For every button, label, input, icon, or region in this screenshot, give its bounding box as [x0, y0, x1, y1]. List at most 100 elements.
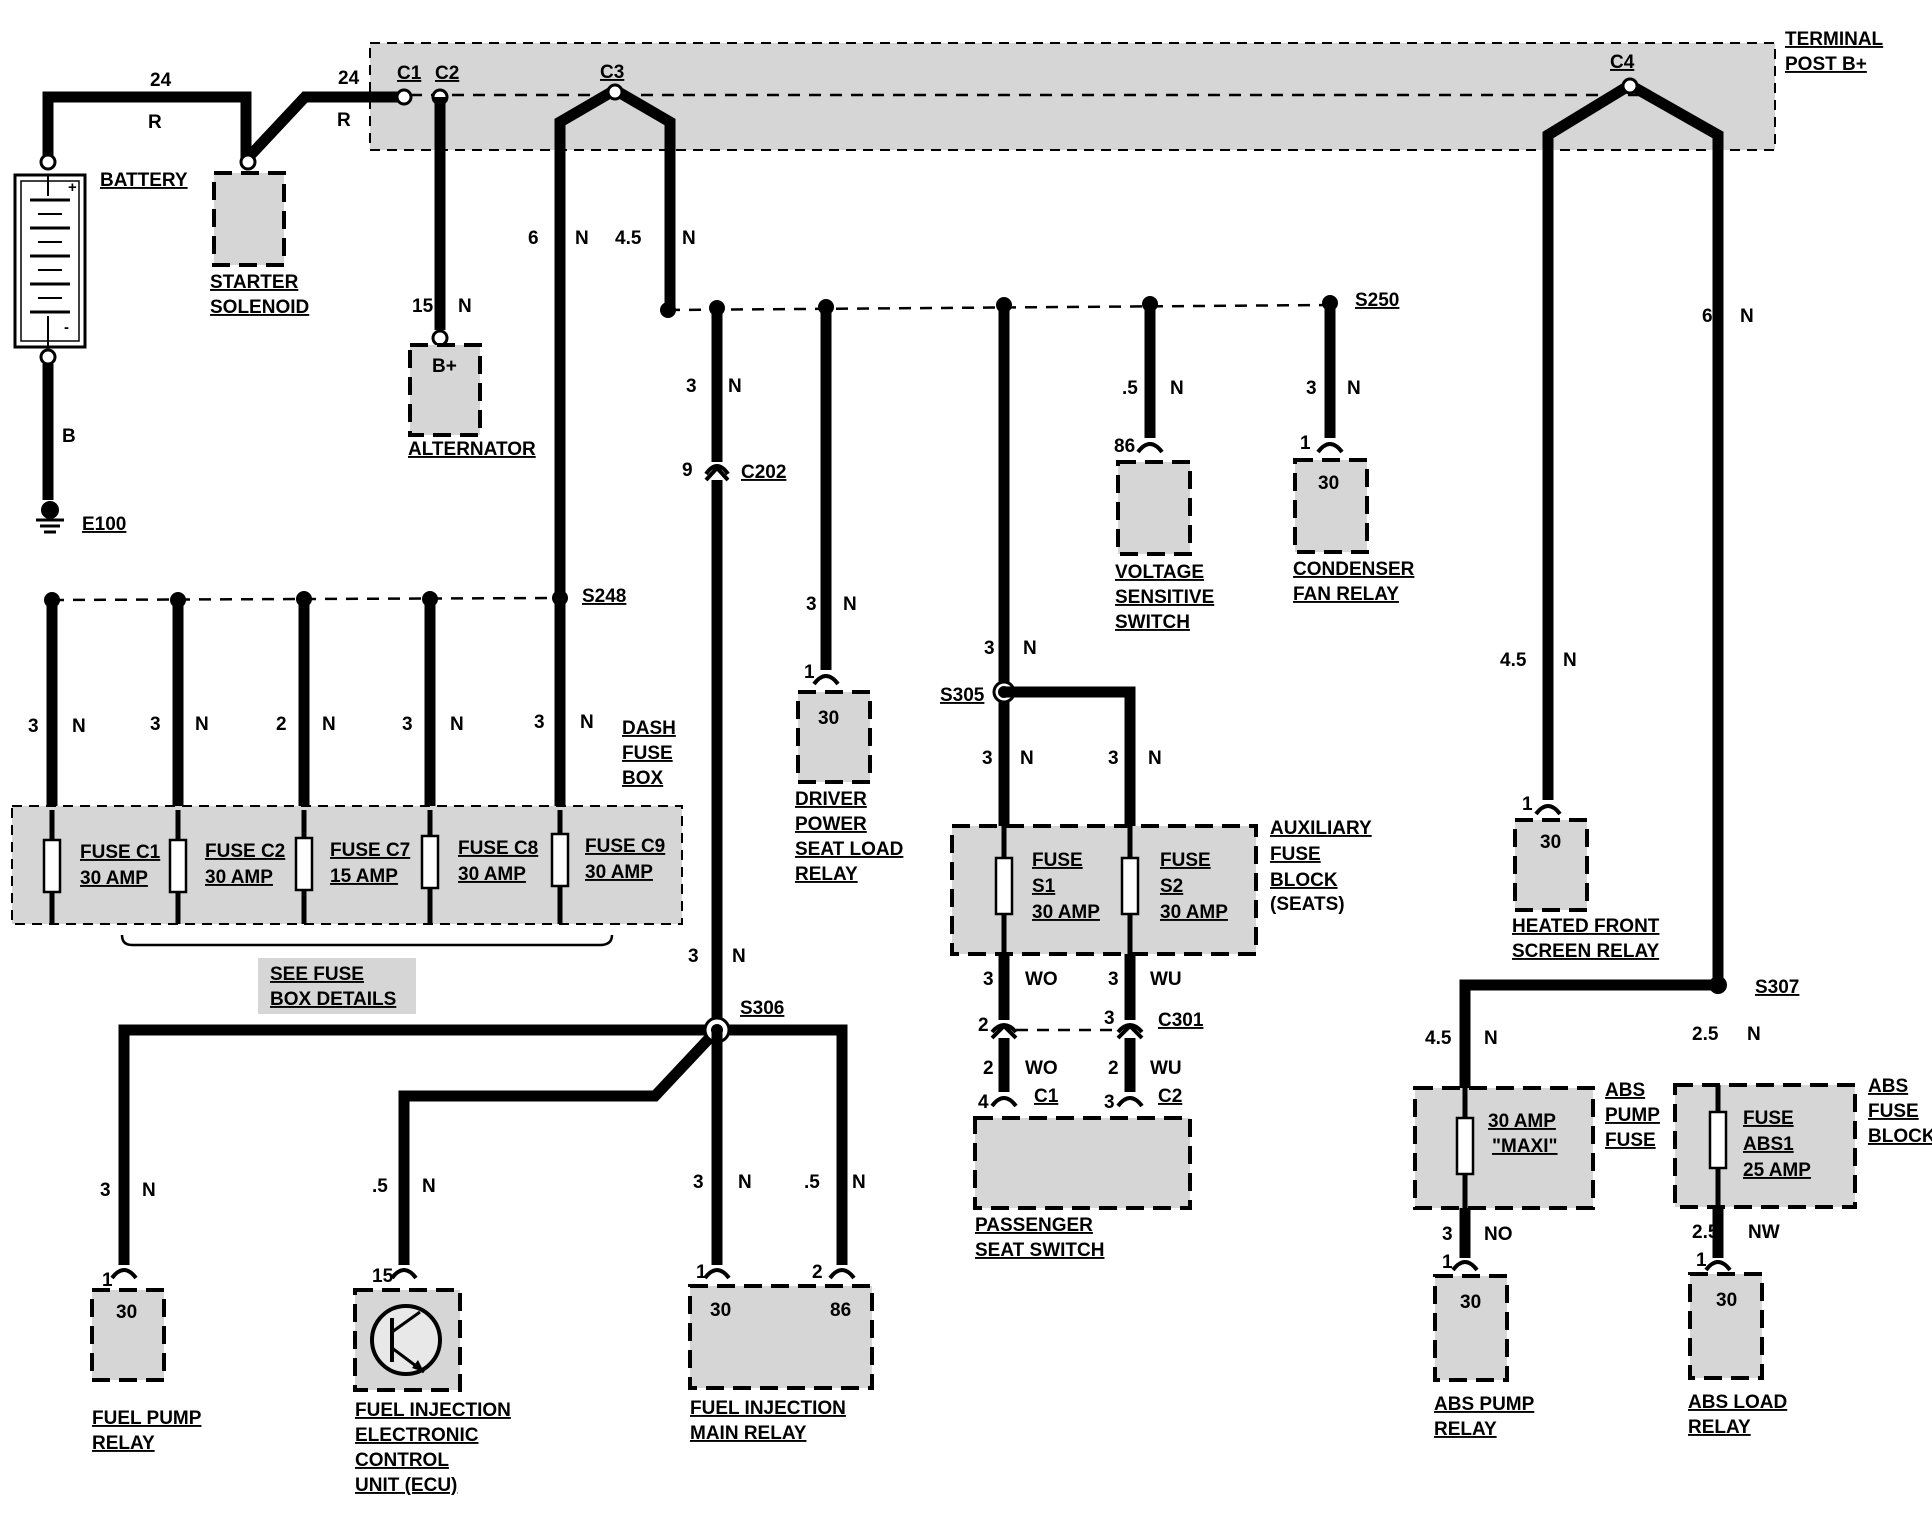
abs-fuse-block-f1: FUSE [1743, 1108, 1794, 1129]
wire-color: NO [1484, 1224, 1513, 1245]
dash-fuse-box-title-3: BOX [622, 768, 664, 789]
maxi-fuse-symbol [1455, 1116, 1475, 1176]
heated-relay-label-2: SCREEN RELAY [1512, 941, 1659, 962]
splice-s248-label: S248 [582, 586, 626, 607]
abs-load-relay-label-2: RELAY [1688, 1417, 1751, 1438]
connector-c4-label: C4 [1610, 52, 1635, 73]
connector-c202-label: C202 [741, 462, 786, 483]
wire-color: WO [1025, 1058, 1058, 1079]
battery-symbol: + - [13, 173, 87, 349]
wire-color: N [1347, 378, 1361, 399]
abs-fuse-block-box [1673, 1083, 1857, 1209]
wire-color: WU [1150, 969, 1182, 990]
fuse-s2-l1: FUSE [1160, 850, 1211, 871]
abs-load-relay-terminal: 30 [1716, 1290, 1737, 1311]
wire-gauge: .5 [804, 1172, 820, 1193]
aux-fuse-block-group: S305 3 N 3 N FUSE S1 30 AMP FUSE S2 30 A… [940, 680, 1372, 1261]
wire-color: N [1148, 748, 1162, 769]
wire-gauge: 6 [528, 228, 539, 249]
terminal-post-label-2: POST B+ [1785, 54, 1867, 75]
fuse-c9-rating: 30 AMP [585, 862, 653, 883]
wire-gauge: 3 [534, 712, 545, 733]
abs-load-relay-box [1688, 1272, 1764, 1380]
alternator-terminal: B+ [432, 356, 457, 377]
cfr-label-2: FAN RELAY [1293, 584, 1399, 605]
wire-color: N [142, 1180, 156, 1201]
cfr-label-1: CONDENSER [1293, 559, 1415, 580]
fuel-pump-relay-box [90, 1288, 166, 1382]
splice-s307 [1709, 976, 1727, 994]
fuse-box-bracket [120, 934, 614, 947]
abs-fuse-block-label-3: BLOCK [1868, 1126, 1932, 1147]
cfr-terminal: 30 [1318, 473, 1339, 494]
transistor-icon [370, 1304, 442, 1376]
splice-s305-label: S305 [940, 685, 985, 706]
alternator-box [408, 343, 482, 437]
fuse-c9-symbol [550, 832, 570, 888]
abs-pump-fuse-rating: 30 AMP [1488, 1111, 1556, 1132]
fuse-c1-rating: 30 AMP [80, 868, 148, 889]
wire-gauge: 3 [1306, 378, 1317, 399]
abs-pump-fuse-label-1: ABS [1605, 1080, 1645, 1101]
wire-color: N [728, 376, 742, 397]
aux-fuse-block-title-4: (SEATS) [1270, 894, 1345, 915]
wire-gauge: 3 [28, 716, 39, 737]
fimr-label-2: MAIN RELAY [690, 1423, 807, 1444]
alternator-label: ALTERNATOR [408, 439, 536, 460]
aux-fuse-block-title-2: FUSE [1270, 844, 1321, 865]
driver-relay-label-2: POWER [795, 814, 867, 835]
see-fuse-box-details[interactable] [258, 958, 416, 1014]
wire-gauge: 3 [1442, 1224, 1453, 1245]
wire-color: N [1020, 748, 1034, 769]
wire-gauge: 2.5 [1692, 1222, 1719, 1243]
fuse-abs1-symbol [1708, 1110, 1728, 1170]
starter-terminal [239, 153, 257, 171]
driver-relay-label-1: DRIVER [795, 789, 867, 810]
heated-relay-terminal: 30 [1540, 832, 1561, 853]
wire-gauge: 2 [983, 1058, 994, 1079]
ground-e100-label: E100 [82, 514, 126, 535]
fuse-s2-l3: 30 AMP [1160, 902, 1228, 923]
abs-pump-relay-box [1433, 1274, 1509, 1382]
see-fuse-box-details-1: SEE FUSE [270, 964, 364, 985]
wire-color: N [1170, 378, 1184, 399]
wire-color: N [843, 594, 857, 615]
terminal-post-label-1: TERMINAL [1785, 29, 1884, 50]
wire-color: N [72, 716, 86, 737]
abs-fuse-block-label-1: ABS [1868, 1076, 1908, 1097]
wire-color: N [195, 714, 209, 735]
passenger-switch-label-1: PASSENGER [975, 1215, 1093, 1236]
wire-gauge: 3 [1108, 969, 1119, 990]
heated-relay-label-1: HEATED FRONT [1512, 916, 1660, 937]
c4-branch: 6 N 4.5 N 1 30 HEATED FRONT SCREEN RELAY… [1413, 77, 1932, 1440]
vss-pin: 86 [1114, 436, 1135, 457]
fimr-terminal-86: 86 [830, 1300, 851, 1321]
dash-fuse-box-title-2: FUSE [622, 743, 673, 764]
ecu-label-4: UNIT (ECU) [355, 1475, 457, 1496]
fpr-pin: 1 [102, 1270, 113, 1291]
pss-c1-pin: 4 [978, 1092, 989, 1113]
fuse-s1-l2: S1 [1032, 876, 1056, 897]
fimr-pin-1: 1 [696, 1262, 707, 1283]
wire-color: N [450, 714, 464, 735]
fuse-c2-rating: 30 AMP [205, 867, 273, 888]
driver-relay-pin: 1 [804, 662, 815, 683]
wire-gauge: 2 [1108, 1058, 1119, 1079]
wire-gauge: 3 [1108, 748, 1119, 769]
fi-main-relay-box [688, 1284, 874, 1390]
splice-s250-label: S250 [1355, 290, 1399, 311]
connector-c3-label: C3 [600, 62, 624, 83]
fuse-s2-symbol [1120, 856, 1140, 916]
vss-label-3: SWITCH [1115, 612, 1190, 633]
abs-pump-relay-label-1: ABS PUMP [1434, 1394, 1535, 1415]
vss-box [1116, 460, 1192, 556]
wire-gauge: 2.5 [1692, 1024, 1719, 1045]
terminal-post-bar: TERMINAL POST B+ C1 C2 C3 C4 [369, 29, 1884, 151]
pss-connector-c2-label: C2 [1158, 1086, 1182, 1107]
wire-color: N [1023, 638, 1037, 659]
wire-gauge: 3 [688, 946, 699, 967]
wire-color: WU [1150, 1058, 1182, 1079]
fuse-s1-symbol [994, 856, 1014, 916]
starter-label-2: SOLENOID [210, 297, 309, 318]
wire-gauge: 3 [984, 638, 995, 659]
